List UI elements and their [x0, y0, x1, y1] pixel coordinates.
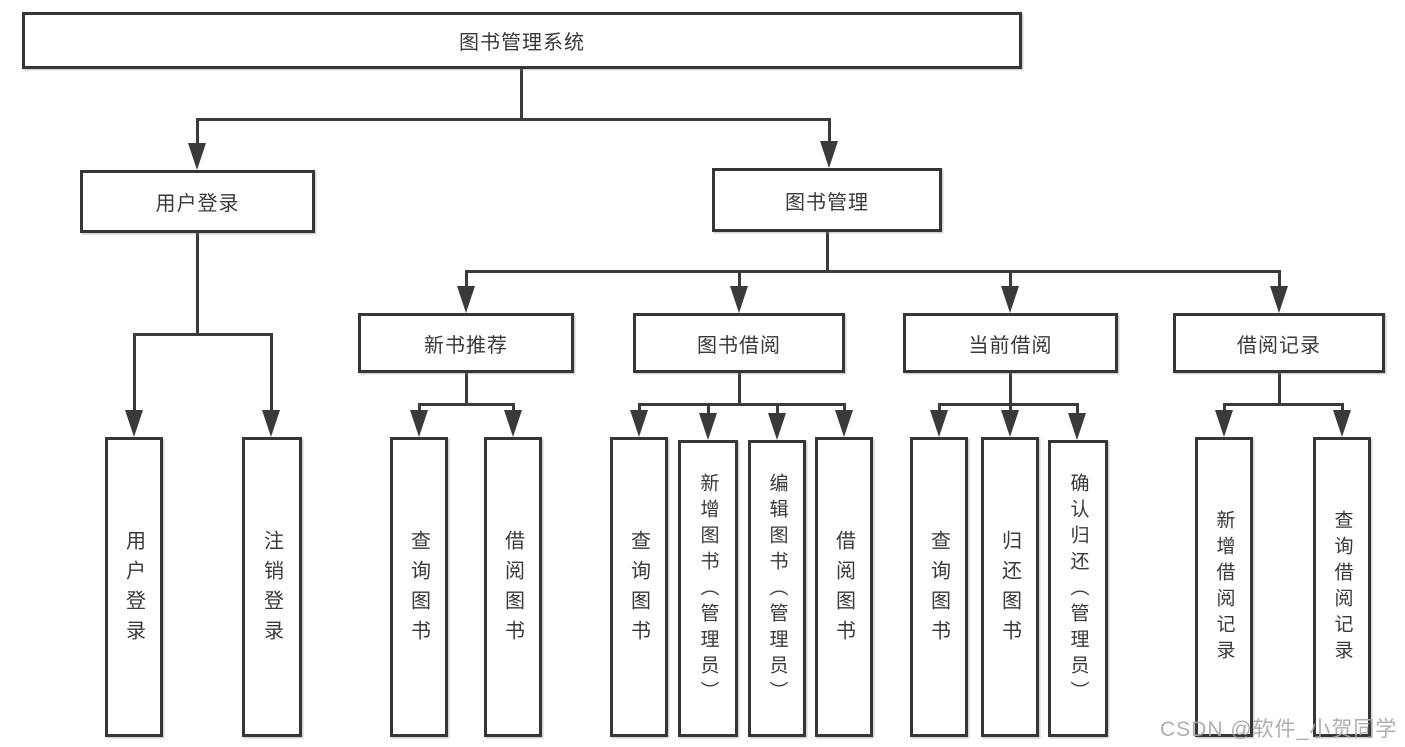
connector-line: [270, 333, 273, 413]
connector-line: [638, 403, 641, 415]
connector-line: [738, 373, 741, 405]
leaf-label: 编辑图书（管理员）: [766, 472, 788, 707]
leaf-label: 归还图书: [998, 530, 1021, 650]
connector-line: [1009, 373, 1012, 405]
leaf-borrow-book-2: 借阅图书: [815, 437, 873, 737]
arrowhead-down-icon: [835, 410, 853, 437]
leaf-label: 新增借阅记录: [1213, 510, 1235, 666]
arrowhead-down-icon: [1001, 286, 1019, 313]
arrowhead-down-icon: [820, 141, 838, 168]
connector-line: [465, 270, 1280, 273]
connector-line: [1076, 403, 1079, 415]
leaf-query-book-1: 查询图书: [390, 437, 448, 737]
arrowhead-down-icon: [630, 410, 648, 437]
connector-line: [418, 403, 515, 406]
node-book-borrow: 图书借阅: [633, 313, 845, 373]
node-new-book-recommend: 新书推荐: [358, 313, 574, 373]
leaf-label: 查询图书: [927, 530, 950, 650]
arrowhead-down-icon: [1333, 410, 1351, 437]
connector-line: [1223, 403, 1343, 406]
leaf-label: 查询图书: [627, 530, 650, 650]
connector-line: [1009, 403, 1012, 415]
arrowhead-down-icon: [1068, 413, 1086, 440]
connector-line: [776, 403, 779, 415]
leaf-query-book-2: 查询图书: [610, 437, 668, 737]
connector-line: [465, 270, 468, 288]
node-borrow-record-label: 借阅记录: [1237, 334, 1321, 357]
connector-line: [512, 403, 515, 415]
connector-line: [1341, 403, 1344, 415]
connector-line: [707, 403, 710, 415]
connector-line: [1278, 270, 1281, 288]
connector-line: [1223, 403, 1226, 415]
connector-line: [196, 233, 199, 335]
arrowhead-down-icon: [125, 410, 143, 437]
connector-line: [938, 403, 1079, 406]
arrowhead-down-icon: [504, 410, 522, 437]
connector-line: [938, 403, 941, 415]
leaf-borrow-book-1: 借阅图书: [484, 437, 542, 737]
leaf-label: 新增图书（管理员）: [697, 472, 719, 707]
leaf-add-book-admin: 新增图书（管理员）: [678, 440, 738, 737]
leaf-query-borrow-record: 查询借阅记录: [1313, 437, 1371, 737]
connector-line: [465, 373, 468, 405]
leaf-return-book: 归还图书: [981, 437, 1039, 737]
leaf-user-login: 用户登录: [105, 437, 163, 737]
arrowhead-down-icon: [1270, 286, 1288, 313]
connector-line: [638, 403, 846, 406]
csdn-watermark: CSDN @软件_小贺同学: [1160, 718, 1398, 741]
connector-line: [738, 270, 741, 288]
leaf-edit-book-admin: 编辑图书（管理员）: [748, 440, 806, 737]
node-root: 图书管理系统: [22, 12, 1022, 69]
connector-line: [826, 232, 829, 272]
leaf-label: 确认归还（管理员）: [1067, 472, 1089, 707]
connector-line: [1009, 270, 1012, 288]
arrowhead-down-icon: [188, 143, 206, 170]
connector-line: [843, 403, 846, 415]
node-book-management: 图书管理: [712, 168, 942, 232]
node-user-login-label: 用户登录: [155, 193, 240, 215]
connector-line: [828, 118, 831, 146]
node-current-borrow: 当前借阅: [903, 313, 1118, 373]
connector-line: [196, 118, 199, 146]
connector-line: [1278, 373, 1281, 405]
leaf-label: 查询借阅记录: [1331, 510, 1353, 666]
connector-line: [133, 333, 273, 336]
arrowhead-down-icon: [410, 410, 428, 437]
leaf-add-borrow-record: 新增借阅记录: [1195, 437, 1253, 737]
node-book-management-label: 图书管理: [785, 191, 869, 214]
arrowhead-down-icon: [730, 286, 748, 313]
arrowhead-down-icon: [699, 413, 717, 440]
leaf-query-book-3: 查询图书: [910, 437, 968, 737]
arrowhead-down-icon: [262, 410, 280, 437]
leaf-confirm-return-admin: 确认归还（管理员）: [1048, 440, 1108, 737]
node-new-book-recommend-label: 新书推荐: [424, 334, 508, 357]
arrowhead-down-icon: [1215, 410, 1233, 437]
arrowhead-down-icon: [1001, 410, 1019, 437]
connector-line: [196, 118, 831, 121]
node-book-borrow-label: 图书借阅: [697, 334, 781, 357]
leaf-logout: 注销登录: [242, 437, 302, 737]
node-root-label: 图书管理系统: [459, 32, 585, 54]
arrowhead-down-icon: [768, 413, 786, 440]
leaf-label: 注销登录: [260, 530, 283, 650]
leaf-label: 用户登录: [122, 530, 145, 650]
arrowhead-down-icon: [457, 286, 475, 313]
connector-line: [520, 69, 523, 120]
leaf-label: 查询图书: [407, 530, 430, 650]
arrowhead-down-icon: [930, 410, 948, 437]
connector-line: [418, 403, 421, 415]
leaf-label: 借阅图书: [501, 530, 524, 650]
connector-line: [133, 333, 136, 413]
node-current-borrow-label: 当前借阅: [968, 334, 1053, 357]
node-borrow-record: 借阅记录: [1173, 313, 1385, 373]
leaf-label: 借阅图书: [832, 530, 855, 650]
node-user-login: 用户登录: [80, 170, 315, 233]
